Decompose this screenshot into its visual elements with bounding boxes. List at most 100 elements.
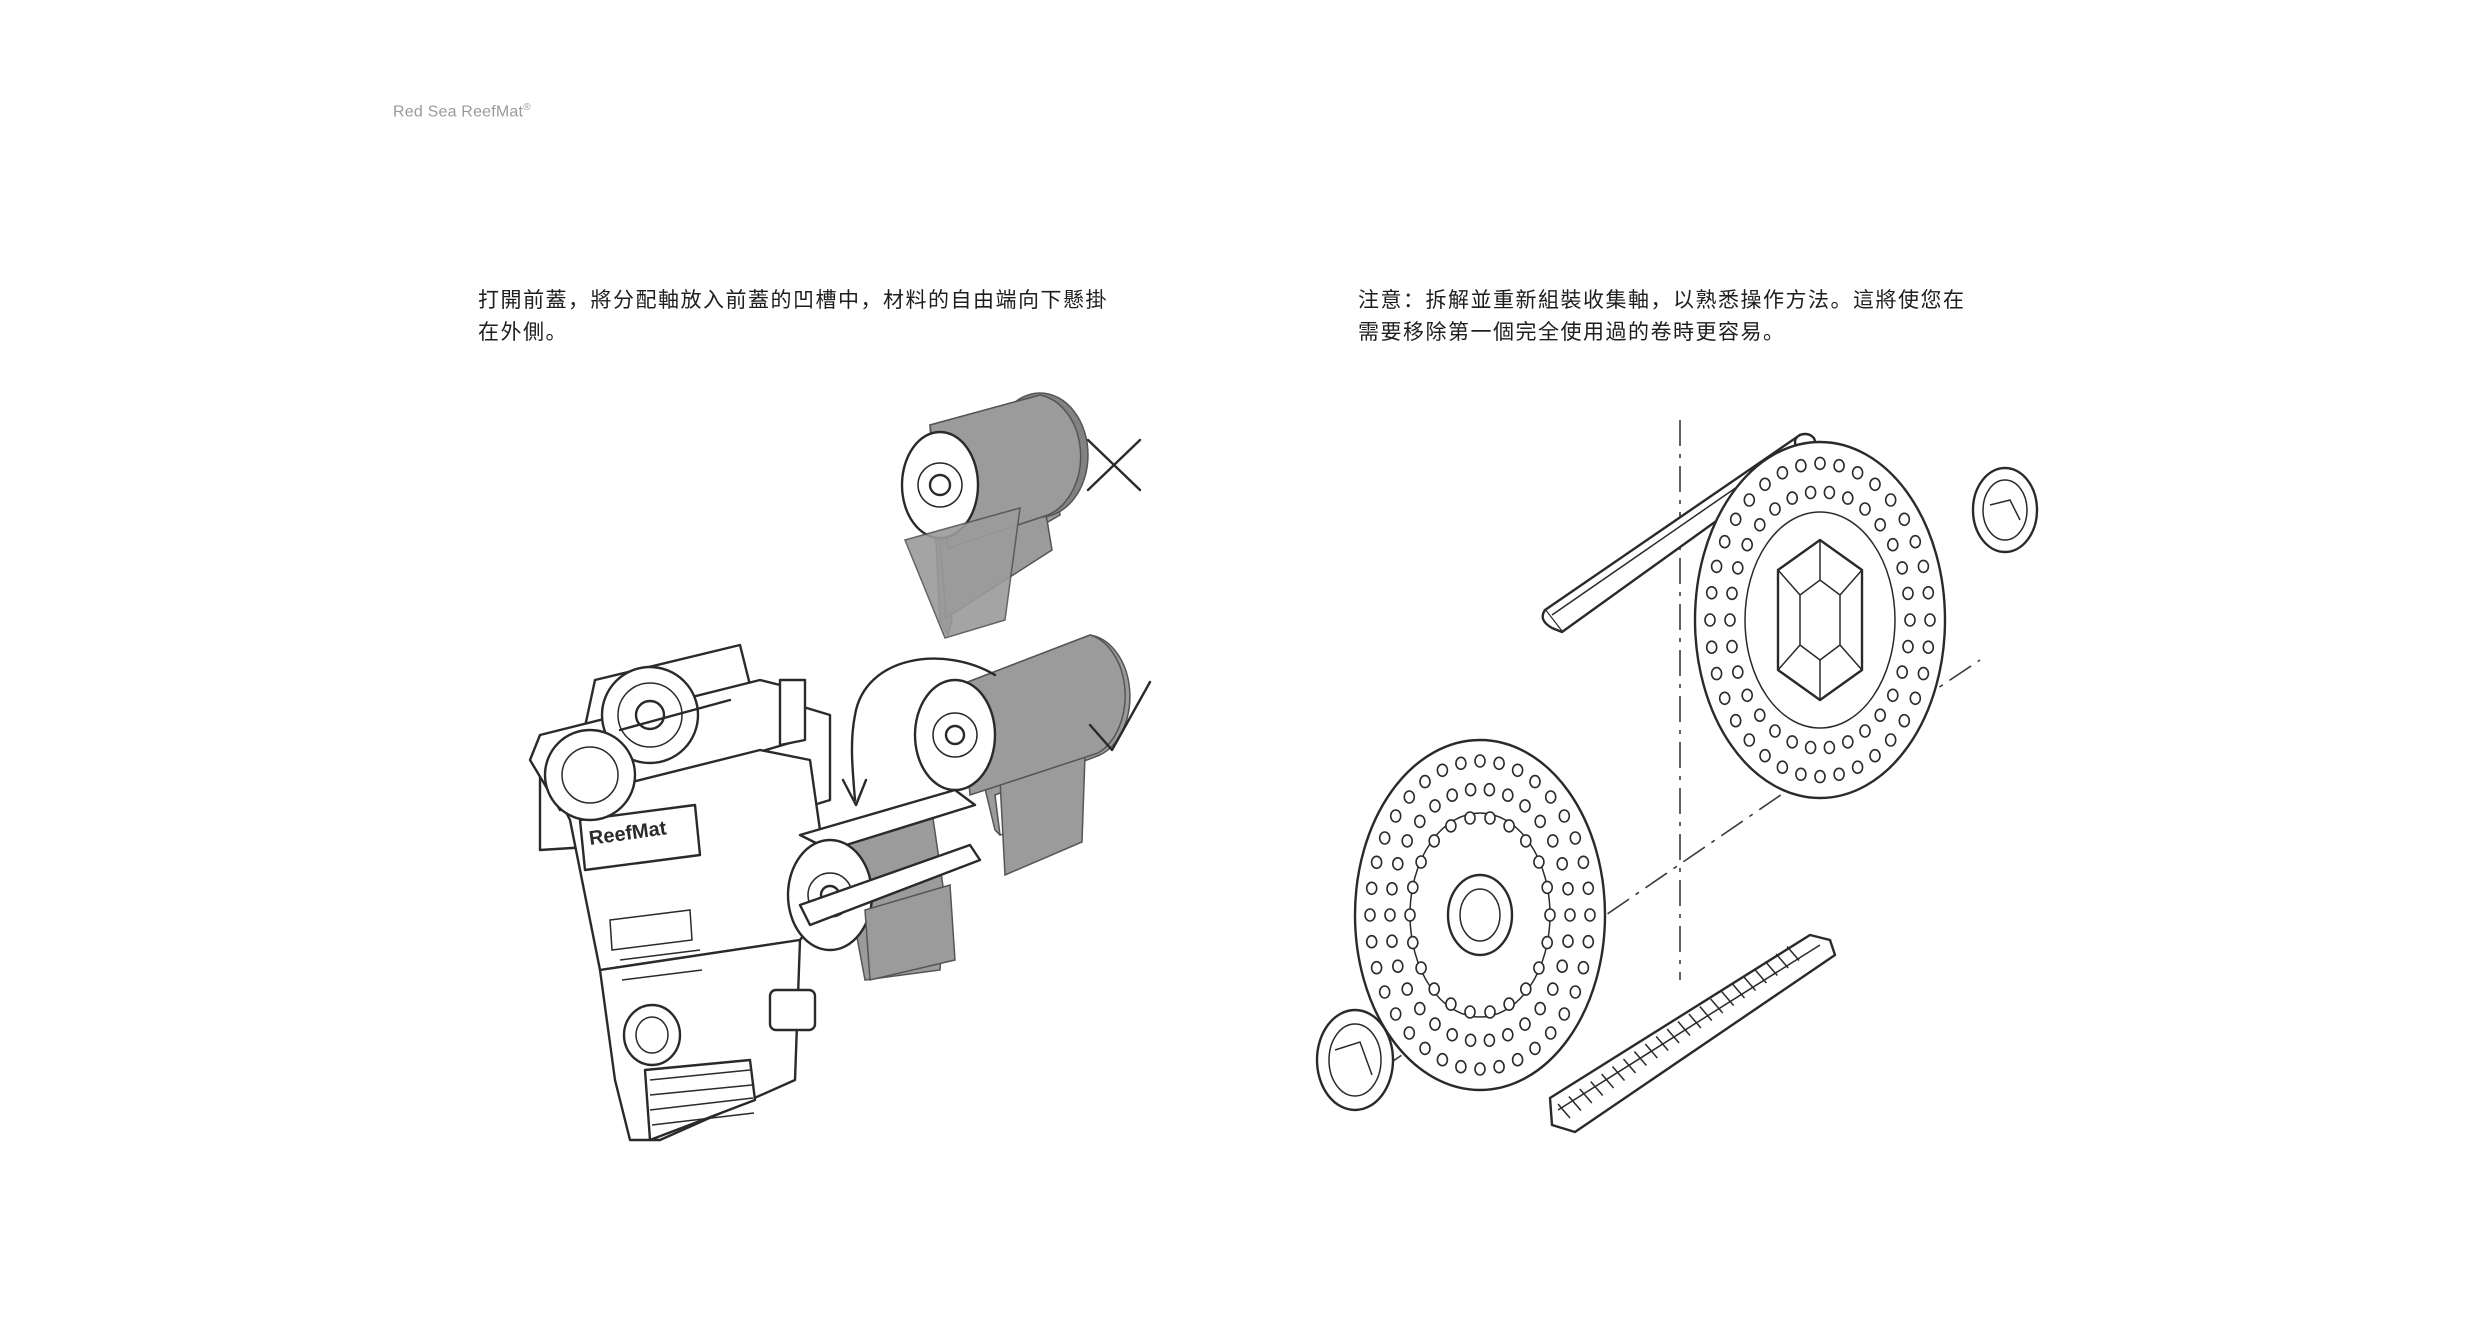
shaft-ridge [1731,983,1746,999]
flange-hole [1851,760,1864,775]
flange-hole [1795,458,1807,473]
flange-hole [1729,713,1742,728]
reefmat-device-illustration: ReefMat [528,643,982,1142]
flange-hole [1922,640,1935,654]
flange-hole [1389,1007,1402,1021]
front-flange-disc [1353,738,1607,1092]
flange-hole [1562,881,1574,896]
flange-hole [1556,856,1569,871]
flange-hole [1759,748,1771,763]
shaft-ridge [1644,1043,1658,1059]
flange-hole [1804,485,1817,500]
flange-hole [1386,934,1398,949]
flange-hole [1415,855,1427,869]
shaft-ridge [1655,1036,1669,1051]
flange-hole [1483,1033,1496,1048]
flange-hole [1904,613,1916,627]
flange-hole [1428,834,1440,848]
flange-hole [1726,586,1738,601]
flange-hole [1569,831,1582,845]
flange-hole [1841,735,1854,749]
shaft-ridge [1699,1006,1713,1021]
shaft-ridge [1557,1103,1571,1119]
flange-hole [1534,814,1546,829]
flange-hole [1414,814,1426,829]
flange-hole [1898,713,1911,728]
flange-hole [1564,908,1576,922]
right-instruction: 注意：拆解並重新組裝收集軸，以熟悉操作方法。這將使您在 需要移除第一個完全使用過… [1358,288,1966,344]
shaft-ridge [1568,1096,1582,1111]
flange-hole [1484,1005,1496,1019]
flange-hole [1753,518,1766,532]
flange-hole [1503,819,1515,833]
flange-hole [1833,458,1845,473]
flange-hole [1445,997,1457,1011]
flange-hole [1705,586,1718,600]
flange-hole [1446,788,1458,803]
flange-hole [1455,1059,1467,1074]
flange-hole [1541,935,1554,950]
flange-hole [1389,809,1402,823]
flange-hole [1484,811,1496,825]
shaft-ridge [1633,1051,1647,1066]
flange-hole [1558,1007,1571,1021]
front-end-cap [1315,1008,1395,1112]
flange-hole [1869,748,1881,763]
flange-hole [1886,688,1899,703]
flange-hole [1519,1017,1531,1031]
shaft-ridge [1753,968,1767,984]
flange-hole [1534,1001,1546,1016]
flange-hole [1743,733,1756,747]
shaft-ridge [1590,1081,1604,1096]
correct-roll-illustration [913,634,1131,877]
flange-hole [1428,982,1440,996]
flange-hole [1922,586,1935,600]
flange-hole [1726,639,1738,654]
flange-hole [1833,767,1845,782]
flange-hole [1753,708,1766,723]
flange-hole [1710,559,1723,574]
checkmark-icon [1088,680,1152,752]
flange-hole [1511,1052,1524,1067]
bottom-shaft-half [1548,933,1837,1134]
placement-arrow [841,657,997,807]
flange-hole [1419,774,1431,789]
flange-hole [1493,1059,1505,1074]
shaft-ridge [1775,953,1789,969]
flange-hole [1909,691,1922,706]
incorrect-roll-illustration [900,392,1089,639]
flange-hole [1562,934,1574,949]
flange-hole [1364,908,1376,922]
flange-hole [1814,769,1826,784]
flange-hole [1729,512,1742,527]
flange-hole [1869,477,1881,492]
rear-end-cap [1971,466,2039,554]
flange-hole [1464,1033,1477,1048]
flange-hole [1898,512,1911,527]
flange-hole [1577,855,1590,870]
flange-hole [1378,985,1391,999]
flange-hole [1370,855,1383,870]
flange-hole [1582,934,1595,949]
flange-hole [1582,881,1595,896]
flange-hole [1902,586,1914,601]
shaft-ridge [1666,1028,1680,1044]
flange-hole [1378,831,1391,845]
flange-hole [1401,982,1413,996]
flange-hole [1743,493,1756,507]
shaft-ridge [1786,946,1800,961]
roll-installation-illustration: ReefMat [500,380,1220,1180]
flange-hole [1455,756,1467,771]
flange-hole [1859,724,1871,738]
flange-hole [1884,493,1897,507]
flange-hole [1731,561,1744,575]
shaft-ridge [1764,961,1778,976]
flange-hole [1392,959,1404,974]
flange-hole [1533,961,1545,975]
shaft-ridge [1721,991,1735,1006]
flange-hole [1886,537,1899,552]
brand-header: Red Sea ReefMat® [393,102,531,121]
brand-name: Red Sea ReefMat [393,103,524,121]
flange-hole [1741,688,1754,703]
flange-hole [1704,613,1716,627]
